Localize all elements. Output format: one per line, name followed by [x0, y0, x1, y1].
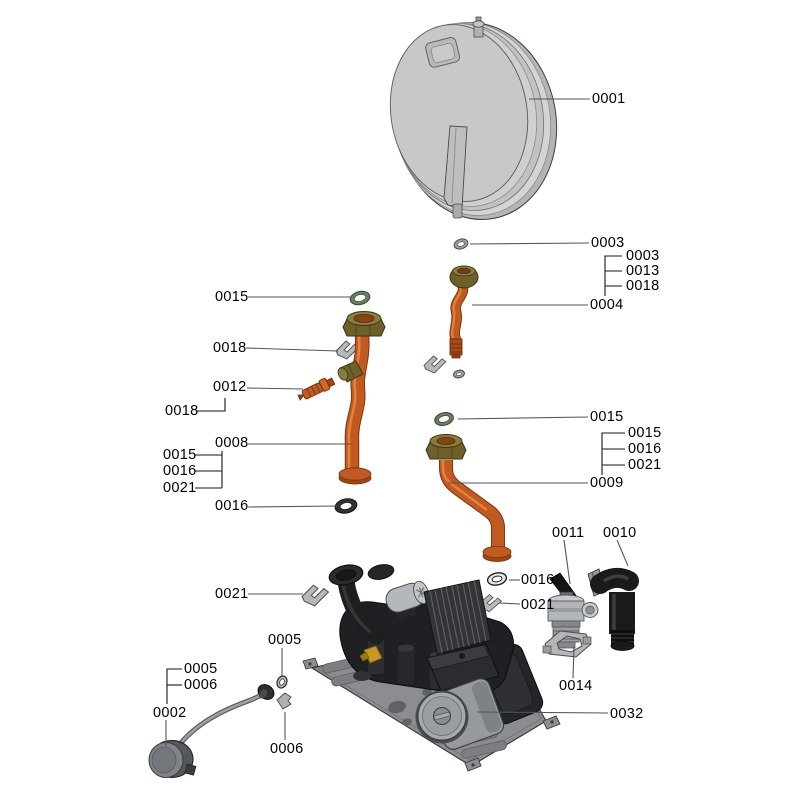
oring-0016-left — [334, 498, 358, 514]
part-label-0004: 0004 — [590, 297, 624, 313]
part-label-0010: 0010 — [603, 525, 637, 541]
sensor-0012 — [297, 377, 336, 401]
yellow-sensor — [359, 645, 383, 664]
vessel-nipple — [472, 16, 485, 38]
part-label-0012: 0012 — [213, 379, 247, 395]
vessel-foot — [443, 125, 468, 219]
part-label-0018-a: 0018 — [626, 278, 660, 294]
heatsink-plate — [423, 579, 492, 655]
part-label-0021-b: 0021 — [628, 457, 662, 473]
part-label-0006-b: 0006 — [270, 741, 304, 757]
oring-0015-right — [434, 412, 454, 426]
valve-actuator-motor — [385, 580, 430, 621]
part-label-0016-b: 0016 — [215, 498, 249, 514]
pipe-0008-side-fitting — [337, 360, 364, 383]
oring-0013 — [453, 369, 465, 379]
part-label-0016-d: 0016 — [521, 572, 555, 588]
clip-0006 — [276, 692, 292, 710]
brass-nut-0009 — [425, 434, 467, 460]
part-label-0018-c: 0018 — [165, 403, 199, 419]
pipe-0004 — [449, 265, 479, 359]
part-label-0011: 0011 — [552, 525, 585, 541]
part-label-0016-a: 0016 — [163, 463, 197, 479]
intake-elbow — [328, 564, 395, 645]
cable-connector — [257, 684, 275, 700]
clip-0021-left — [301, 584, 330, 607]
clip-0018-right — [423, 355, 447, 374]
part-label-0032: 0032 — [610, 706, 644, 722]
pump-canister — [415, 678, 505, 750]
part-label-0021-d: 0021 — [215, 586, 249, 602]
vessel-handle-slot — [425, 37, 461, 68]
sensor-cap-0002 — [148, 684, 275, 779]
clip-0018-left — [335, 340, 360, 360]
part-label-0018-b: 0018 — [213, 340, 247, 356]
oring-0016-pump — [486, 572, 508, 586]
part-label-0021-c: 0021 — [521, 597, 555, 613]
part-label-0013-a: 0013 — [626, 263, 660, 279]
part-label-0014: 0014 — [559, 678, 593, 694]
part-label-0009: 0009 — [590, 475, 624, 491]
part-label-0008: 0008 — [215, 435, 249, 451]
cap-body — [148, 739, 197, 779]
retainer-ring-0005 — [276, 675, 288, 689]
sensor-cable — [173, 690, 266, 751]
part-label-0015-d: 0015 — [628, 425, 662, 441]
part-label-0005-a: 0005 — [268, 632, 302, 648]
part-label-0003-b: 0003 — [626, 248, 660, 264]
part-label-0015-a: 0015 — [215, 289, 249, 305]
part-label-0006-a: 0006 — [184, 677, 218, 693]
part-label-0021-a: 0021 — [163, 480, 197, 496]
part-label-0003-a: 0003 — [591, 235, 625, 251]
oring-0015-left — [349, 290, 371, 306]
part-label-0005-b: 0005 — [184, 661, 218, 677]
part-label-0001: 0001 — [592, 91, 626, 107]
pipe-0009 — [425, 434, 512, 562]
brass-nut-0008 — [342, 311, 386, 337]
pump-assembly — [302, 564, 561, 772]
drain-valve-0011 — [547, 572, 599, 649]
bracket-lines — [166, 255, 625, 704]
expansion-vessel — [389, 16, 558, 220]
part-label-0016-c: 0016 — [628, 441, 662, 457]
pipe-0008 — [337, 311, 386, 485]
brass-nut-0004 — [449, 265, 479, 289]
oring-0003 — [453, 238, 469, 250]
part-label-0015-c: 0015 — [590, 409, 624, 425]
part-label-0015-b: 0015 — [163, 447, 197, 463]
part-label-0002: 0002 — [153, 705, 187, 721]
mounting-bracket-0014 — [542, 630, 592, 658]
outlet-elbow-0010 — [587, 567, 639, 651]
leader-lines — [165, 98, 629, 746]
